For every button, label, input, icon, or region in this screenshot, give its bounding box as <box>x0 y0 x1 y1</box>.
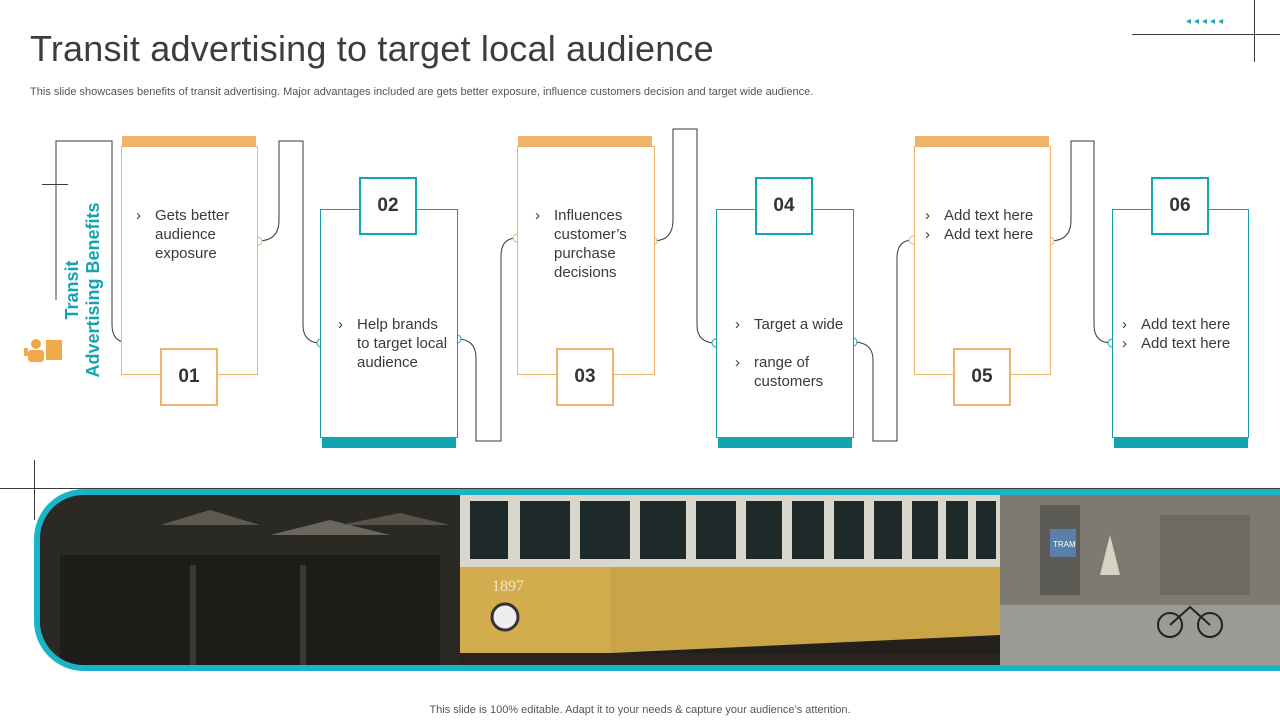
card-01 <box>121 146 258 375</box>
deco-line-horizontal-top <box>1132 34 1280 35</box>
card-05-top-bar <box>915 136 1049 147</box>
card-06-bottom-bar <box>1114 437 1248 448</box>
card-03-number: 03 <box>556 348 614 406</box>
card-05-number: 05 <box>953 348 1011 406</box>
card-02-number: 02 <box>359 177 417 235</box>
card-02-item-1: ›Help brands to target local audience <box>338 316 448 371</box>
side-label-line1: Transit <box>62 260 82 320</box>
card-02-bottom-bar <box>322 437 456 448</box>
card-01-top-bar <box>122 136 256 147</box>
card-05-item-2: ›Add text here <box>925 226 1034 243</box>
card-04-bottom-bar <box>718 437 852 448</box>
card-03-top-bar <box>518 136 652 147</box>
tram-number-text: 1897 <box>492 578 524 595</box>
card-01-number: 01 <box>160 348 218 406</box>
card-05-item-1: ›Add text here <box>925 207 1034 224</box>
page-subtitle: This slide showcases benefits of transit… <box>30 86 814 98</box>
card-04-number: 04 <box>755 177 813 235</box>
left-arrows-icon: ◂◂◂◂◂ <box>1186 16 1227 27</box>
card-06 <box>1112 209 1249 438</box>
side-label-line2: Advertising Benefits <box>83 202 103 378</box>
deco-line-vertical-top <box>1254 0 1255 62</box>
card-05 <box>914 146 1051 375</box>
page-title: Transit advertising to target local audi… <box>30 28 714 69</box>
card-06-item-1: ›Add text here <box>1122 316 1231 333</box>
card-04-item-1: ›Target a wide <box>735 316 844 333</box>
tram-illustration: 1897 TRAM <box>40 495 1280 665</box>
card-04 <box>716 209 854 438</box>
card-06-number: 06 <box>1151 177 1209 235</box>
card-03-item-1: ›Influences customer’s purchase decision… <box>535 207 627 281</box>
card-06-item-2: ›Add text here <box>1122 335 1231 352</box>
billboard-person-icon <box>24 339 62 362</box>
deco-line-image-horizontal <box>0 488 1280 489</box>
side-label: Transit Advertising Benefits <box>62 190 104 390</box>
footer-note: This slide is 100% editable. Adapt it to… <box>429 704 851 716</box>
card-01-item-1: ›Gets better audience exposure <box>136 207 230 262</box>
tram-photo: 1897 TRAM <box>34 489 1280 671</box>
card-04-item-2: ›range of customers <box>735 354 824 390</box>
tram-sign-text: TRAM <box>1053 540 1076 549</box>
deco-line-image-vertical <box>34 460 35 520</box>
card-02 <box>320 209 458 438</box>
card-03 <box>517 146 655 375</box>
deco-line-side <box>42 184 68 185</box>
